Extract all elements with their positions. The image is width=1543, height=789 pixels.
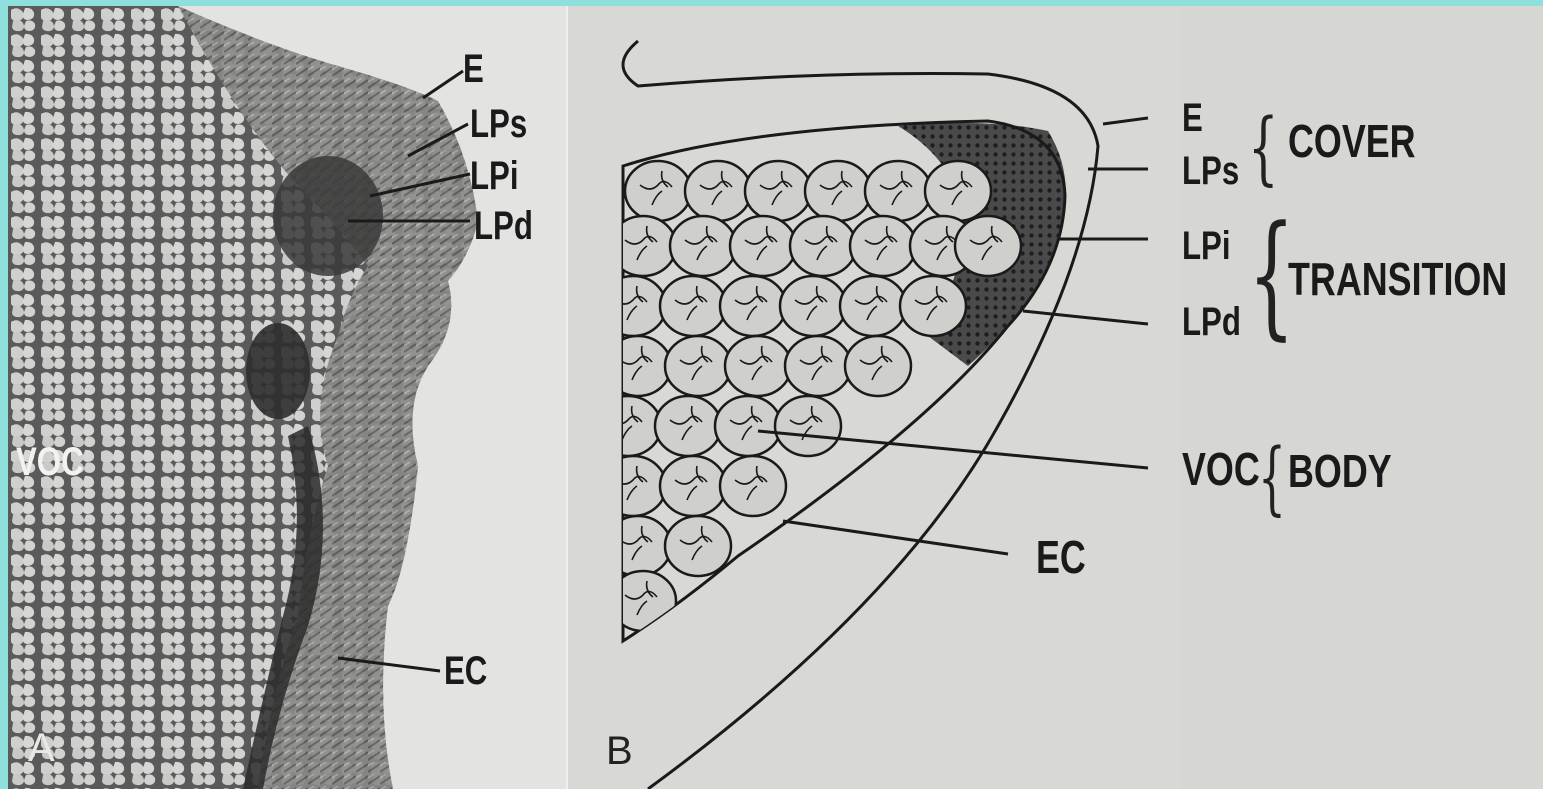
- legend-transition: TRANSITION: [1288, 256, 1507, 302]
- muscle-bundle: [900, 276, 966, 336]
- muscle-bundle: [720, 276, 786, 336]
- legend-lpi: LPi: [1182, 226, 1231, 266]
- dark-nodule: [246, 323, 310, 419]
- muscle-bundle: [730, 216, 796, 276]
- muscle-bundle: [725, 336, 791, 396]
- muscle-bundle: [850, 216, 916, 276]
- muscle-bundle: [605, 516, 671, 576]
- muscle-bundle: [600, 276, 666, 336]
- muscle-bundle: [865, 161, 931, 221]
- label-ec: EC: [444, 651, 487, 691]
- muscle-bundle: [665, 516, 731, 576]
- muscle-bundle: [610, 216, 676, 276]
- lpd-dark-region: [273, 156, 383, 276]
- legend-lps: LPs: [1182, 151, 1239, 191]
- legend-body: BODY: [1288, 448, 1392, 494]
- muscle-bundle: [685, 161, 751, 221]
- muscle-bundle: [655, 396, 721, 456]
- legend-panel: E LPs LPi LPd VOC { { { COVER TRANSITION…: [1180, 6, 1543, 789]
- muscle-bundle: [925, 161, 991, 221]
- muscle-bundle: [780, 276, 846, 336]
- muscle-bundle: [605, 336, 671, 396]
- label-lps: LPs: [470, 104, 527, 144]
- muscle-bundle: [660, 276, 726, 336]
- panel-a-micrograph: E LPs LPi LPd VOC EC A: [8, 6, 568, 789]
- panel-letter-a: A: [28, 728, 55, 768]
- legend-lpd: LPd: [1182, 302, 1241, 342]
- muscle-bundle: [600, 456, 666, 516]
- muscle-bundle: [670, 216, 736, 276]
- muscle-bundle: [840, 276, 906, 336]
- panel-letter-b: B: [606, 731, 633, 771]
- muscle-bundle: [660, 456, 726, 516]
- muscle-bundles: [595, 161, 1021, 631]
- brace-cover: {: [1248, 108, 1279, 188]
- muscle-bundle: [715, 396, 781, 456]
- label-voc: VOC: [16, 442, 84, 482]
- brace-body: {: [1258, 438, 1286, 518]
- label-lpd: LPd: [474, 206, 533, 246]
- muscle-bundle: [665, 336, 731, 396]
- muscle-bundle: [790, 216, 856, 276]
- muscle-bundle: [845, 336, 911, 396]
- label-lpi: LPi: [470, 156, 519, 196]
- figure: E LPs LPi LPd VOC EC A: [8, 6, 1543, 789]
- legend-cover: COVER: [1288, 118, 1416, 164]
- muscle-bundle: [955, 216, 1021, 276]
- muscle-bundle: [785, 336, 851, 396]
- label-e: E: [463, 49, 484, 89]
- label-b-ec: EC: [1036, 534, 1086, 580]
- muscle-bundle: [720, 456, 786, 516]
- muscle-bundle: [775, 396, 841, 456]
- muscle-bundle: [745, 161, 811, 221]
- muscle-bundle: [610, 571, 676, 631]
- muscle-bundle: [805, 161, 871, 221]
- legend-voc: VOC: [1182, 446, 1260, 492]
- schematic-svg: [568, 6, 1180, 789]
- muscle-bundle: [625, 161, 691, 221]
- legend-e: E: [1182, 98, 1203, 138]
- panel-b-schematic: EC B: [568, 6, 1180, 789]
- muscle-bundle: [595, 396, 661, 456]
